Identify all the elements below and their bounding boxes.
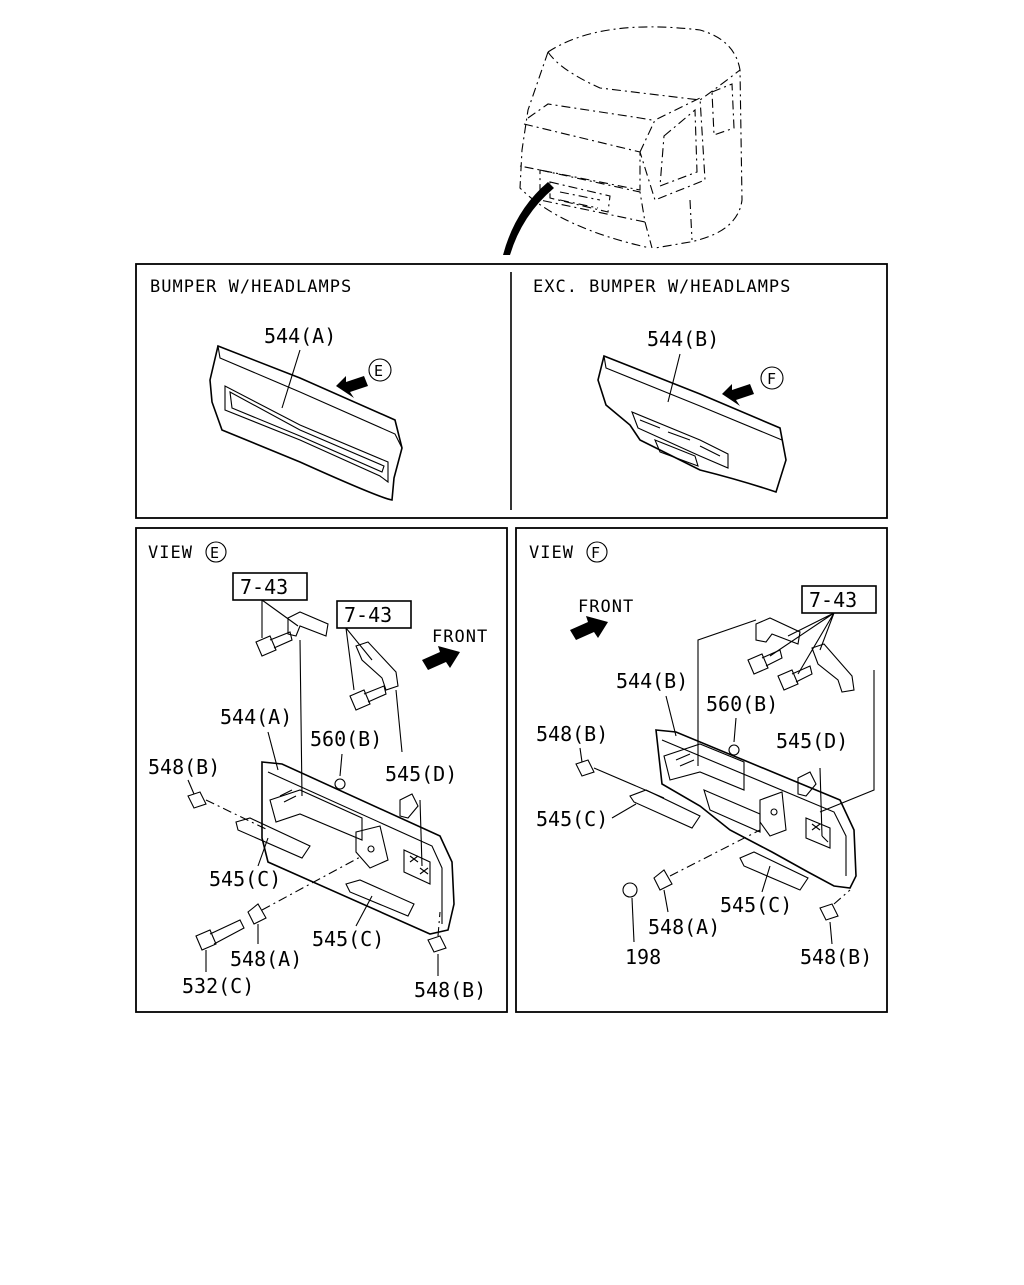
label-grille-544b: 544(B)	[616, 669, 688, 693]
ref-7-43: 7-43	[240, 575, 288, 599]
grille-544b-drawing	[597, 354, 787, 494]
label-545d: 545(D)	[776, 729, 848, 753]
view-f-title: VIEW	[529, 543, 574, 563]
screw-548b-icon	[575, 759, 595, 777]
clip-545d-icon	[797, 771, 817, 797]
front-label: FRONT	[432, 627, 488, 647]
panel-header: EXC. BUMPER W/HEADLAMPS	[533, 277, 791, 297]
strip-545c-right	[739, 851, 809, 891]
view-e-panel: VIEW E FRONT 7-43 7-43	[148, 541, 488, 1002]
label-grille-544a: 544(A)	[220, 705, 292, 729]
ref-box	[232, 572, 308, 601]
ref-box	[336, 600, 412, 629]
clip-548a-icon	[247, 903, 267, 925]
view-marker-f: F	[767, 370, 776, 388]
label-548b-right: 548(B)	[800, 945, 872, 969]
front-arrow-icon	[422, 646, 460, 670]
label-548b-right: 548(B)	[414, 978, 486, 1002]
view-f-panel: VIEW F FRONT 7-43	[529, 541, 877, 969]
grille-544b-rear-view	[655, 729, 857, 889]
clip-560b-icon	[728, 744, 740, 756]
label-548a: 548(A)	[648, 915, 720, 939]
label-545c-right: 545(C)	[312, 927, 384, 951]
label-560b: 560(B)	[706, 692, 778, 716]
view-marker-e: E	[374, 362, 383, 380]
view-e-title: VIEW	[148, 543, 193, 563]
ref-box	[801, 585, 877, 614]
view-e-arrow: E	[336, 358, 392, 398]
ref-7-43: 7-43	[344, 603, 392, 627]
strip-545c-right	[345, 879, 415, 917]
top-frame	[135, 263, 888, 519]
bolt-icon	[777, 665, 813, 691]
label-548b-left: 548(B)	[536, 722, 608, 746]
view-f-frame	[515, 527, 888, 1013]
screw-548b-icon	[819, 903, 839, 921]
label-548a: 548(A)	[230, 947, 302, 971]
view-f-marker: F	[591, 544, 600, 562]
truck-cab-illustration	[503, 26, 743, 255]
ref-7-43: 7-43	[809, 588, 857, 612]
grille-544a-drawing	[209, 344, 403, 501]
grille-544a-rear-view	[261, 761, 455, 935]
view-e-frame	[135, 527, 508, 1013]
label-532c: 532(C)	[182, 974, 254, 998]
bolt-icon	[255, 631, 293, 657]
nut-198-icon	[622, 882, 638, 898]
part-label-544b: 544(B)	[647, 327, 719, 351]
bolt-532c-icon	[195, 919, 245, 951]
view-e-marker: E	[210, 544, 219, 562]
bolt-icon	[349, 685, 387, 711]
strip-545c-left	[235, 817, 311, 859]
panel-bumper-w-headlamps: BUMPER W/HEADLAMPS 544(A) E	[150, 277, 403, 501]
label-545c-right: 545(C)	[720, 893, 792, 917]
clip-548a-icon	[653, 869, 673, 891]
strip-545c-left	[629, 789, 701, 829]
clip-545d-icon	[399, 793, 419, 819]
panel-exc-bumper-w-headlamps: EXC. BUMPER W/HEADLAMPS 544(B) F	[533, 277, 791, 494]
bolt-icon	[747, 649, 783, 675]
screw-548b-icon	[427, 935, 447, 953]
view-f-arrow: F	[722, 366, 784, 406]
panel-header: BUMPER W/HEADLAMPS	[150, 277, 352, 297]
part-label-544a: 544(A)	[264, 324, 336, 348]
front-arrow-icon	[570, 616, 608, 640]
label-545c-left: 545(C)	[209, 867, 281, 891]
label-545c-left: 545(C)	[536, 807, 608, 831]
front-label: FRONT	[578, 597, 634, 617]
clip-560b-icon	[334, 778, 346, 790]
label-560b: 560(B)	[310, 727, 382, 751]
screw-548b-icon	[187, 791, 207, 809]
label-545d: 545(D)	[385, 762, 457, 786]
label-198: 198	[625, 945, 661, 969]
label-548b-left: 548(B)	[148, 755, 220, 779]
